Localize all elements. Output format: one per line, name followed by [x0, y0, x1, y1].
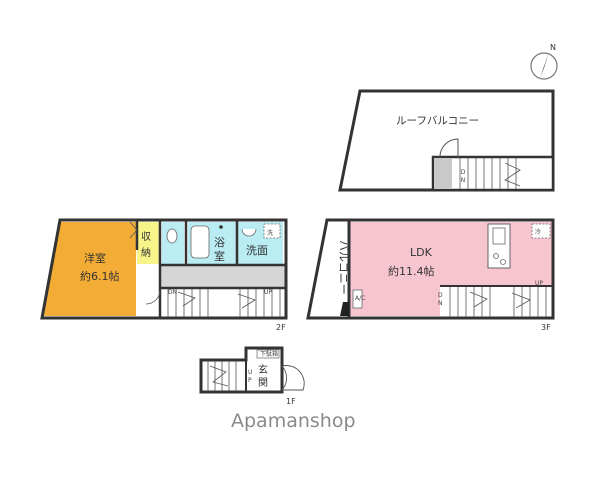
2f-floor-label: 2F: [276, 323, 286, 332]
1f-floor-label: 1F: [286, 397, 296, 406]
3f-outer-wall: [306, 218, 555, 320]
2f-washroom-label: 洗面: [246, 244, 268, 257]
2f-hall-fill: [160, 265, 285, 287]
1f-stair-treads: [207, 361, 237, 391]
shoe-box: [256, 349, 280, 359]
washer-space: [263, 223, 281, 239]
2f-stair-down-label: DN: [168, 289, 177, 296]
2f-fixtures: [166, 223, 281, 259]
roof-stair-house: [431, 155, 555, 192]
1f-entrance-label-2: 関: [258, 377, 268, 389]
2f-inner-walls: [135, 220, 286, 318]
3f-stair-treads: [449, 287, 547, 317]
1f-door-swing: [280, 365, 305, 391]
floor-2f: 洋室 約6.1帖 収 納 浴 室 洗面 洗 DN UP 2F: [40, 218, 288, 332]
1f-shoe-box-label: 下駄箱: [260, 350, 278, 358]
bathtub-icon: [190, 225, 210, 259]
3f-balcony-label: バルコニー: [337, 240, 350, 295]
2f-bath-label-1: 浴: [214, 236, 225, 249]
2f-bedroom-size: 約6.1帖: [80, 269, 120, 283]
shower-icon: [219, 225, 223, 229]
compass: N: [530, 43, 558, 80]
compass-needle-icon: [540, 52, 549, 78]
toilet-icon: [166, 228, 178, 244]
sink-icon: [241, 228, 257, 237]
stove-burner-icon: [493, 253, 499, 259]
compass-ring: [530, 52, 558, 80]
ac-unit: [352, 289, 363, 309]
stove-burner-icon: [500, 259, 506, 265]
3f-ldk-name: LDK: [410, 246, 433, 259]
1f-entrance-label-1: 玄: [258, 363, 268, 376]
3f-stair-up-label: UP: [535, 280, 543, 287]
roof-door-swing: [439, 138, 459, 158]
3f-ldk-size: 約11.4帖: [388, 264, 435, 278]
2f-storage-fill: [137, 222, 159, 264]
3f-fridge-label: 冷: [535, 228, 541, 236]
3f-floor-label: 3F: [541, 323, 551, 332]
2f-bedroom-name: 洋室: [84, 251, 106, 265]
2f-laundry-label: 洗: [267, 229, 273, 237]
2f-storage-label-2: 納: [141, 246, 151, 259]
2f-bedroom-fill: [44, 222, 136, 316]
roof-stair-treads: [459, 158, 521, 189]
watermark-logo: Apamanshop: [231, 410, 356, 432]
compass-north-label: N: [550, 43, 556, 52]
2f-outer-wall: [40, 218, 288, 320]
fridge-space: [531, 223, 551, 239]
2f-stair-up-label: UP: [264, 289, 272, 296]
roof-balcony-label: ルーフバルコニー: [396, 115, 479, 127]
2f-storage-label-1: 収: [141, 231, 151, 243]
3f-ac-label: A/C: [355, 295, 365, 302]
2f-bath-label-2: 室: [214, 249, 225, 263]
roof-stair-landing: [434, 158, 452, 189]
kitchen-sink-icon: [492, 227, 506, 245]
2f-door-swings: [129, 221, 161, 305]
2f-stair-treads: [167, 289, 281, 317]
3f-wall-block: [340, 302, 349, 316]
